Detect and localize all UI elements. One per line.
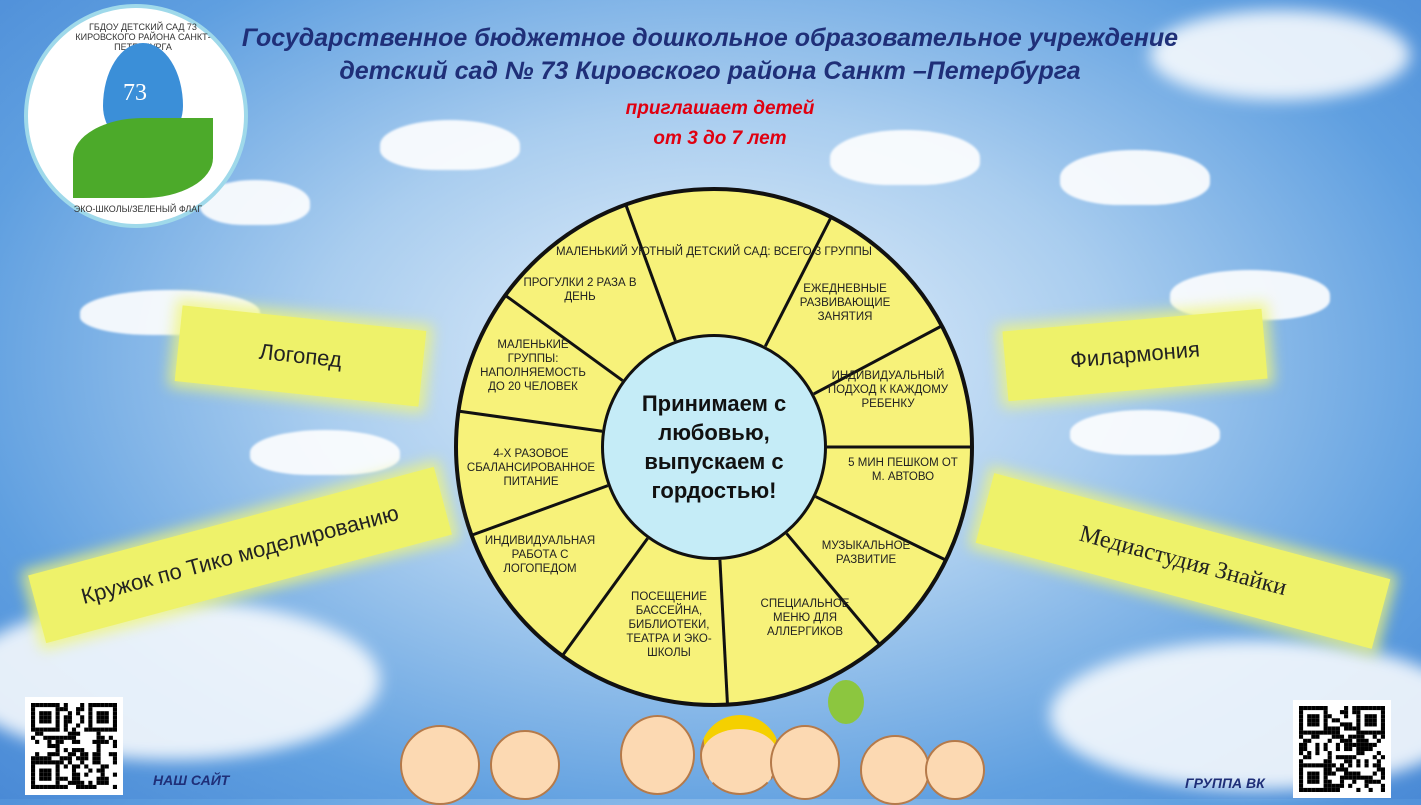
vk-label[interactable]: ГРУППА ВК (1185, 775, 1265, 791)
child-illustration (620, 715, 695, 795)
segment-divider (718, 559, 730, 705)
segment-divider (561, 537, 649, 657)
segment-divider (471, 484, 609, 537)
site-label[interactable]: НАШ САЙТ (153, 772, 230, 788)
segment-meals: 4-х разовое сбалансированное питание (466, 448, 596, 488)
logo-number: 73 (123, 80, 147, 106)
child-illustration (770, 725, 840, 800)
logo-bottom-text: ЭКО-ШКОЛЫ/ЗЕЛЕНЫЙ ФЛАГ (73, 204, 203, 214)
segment-divider (813, 324, 943, 396)
invite-line-1: приглашает детей (625, 98, 815, 119)
segment-divider (458, 409, 603, 433)
segment-daily-classes: Ежедневные развивающие занятия (799, 283, 891, 323)
segment-small-groups: Маленькие группы: наполняемость до 20 че… (480, 339, 586, 393)
title-line-1: Государственное бюджетное дошкольное обр… (241, 24, 1179, 52)
segment-divider (763, 216, 833, 347)
balloon-icon (828, 680, 864, 724)
qr-code-site[interactable] (25, 697, 123, 795)
child-illustration (700, 715, 780, 795)
dove-image (250, 430, 400, 475)
child-illustration (860, 735, 930, 805)
segment-walks: Прогулки 2 раза в день (523, 277, 637, 303)
dove-image (1060, 150, 1210, 205)
leaf-icon (73, 118, 213, 198)
segment-music: Музыкальное развитие (821, 540, 911, 566)
child-illustration (490, 730, 560, 800)
segment-visits: Посещение бассейна, библиотеки, театра и… (626, 591, 712, 659)
invite-line-2: от 3 до 7 лет (653, 128, 787, 149)
segment-allergy-menu: Специальное меню для аллергиков (760, 598, 850, 638)
invitation: приглашает детей от 3 до 7 лет (520, 94, 920, 154)
title-line-2: детский сад № 73 Кировского района Санкт… (339, 57, 1081, 85)
dove-image (380, 120, 520, 170)
segment-divider (624, 204, 677, 342)
segment-individual-approach: Индивидуальный подход к каждому ребенку (827, 370, 949, 410)
qr-code-vk[interactable] (1293, 700, 1391, 798)
segment-small-cozy: Маленький уютный детский сад: всего 3 гр… (556, 246, 872, 258)
cloud (1150, 10, 1410, 100)
child-illustration (400, 725, 480, 805)
kindergarten-logo: ГБДОУ ДЕТСКИЙ САД 73 КИРОВСКОГО РАЙОНА С… (24, 4, 248, 228)
segment-divider (504, 294, 624, 382)
page-title: Государственное бюджетное дошкольное обр… (200, 22, 1220, 88)
wheel-center-slogan: Принимаем с любовью, выпускаем с гордост… (601, 334, 827, 560)
child-illustration (925, 740, 985, 800)
segment-speech-therapy: Индивидуальная работа с логопедом (484, 535, 596, 575)
segment-divider (785, 532, 881, 646)
dove-image (830, 130, 980, 185)
dove-image (1070, 410, 1220, 455)
segment-metro: 5 мин пешком от м. Автово (848, 457, 958, 483)
segment-divider (814, 495, 947, 562)
